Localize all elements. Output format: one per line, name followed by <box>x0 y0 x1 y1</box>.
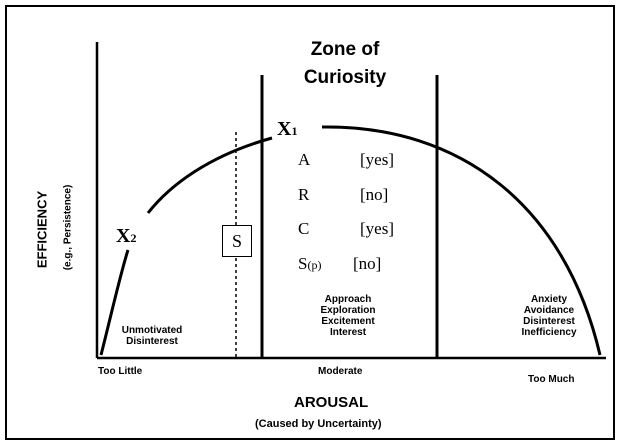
arcs-letter-a: A <box>298 150 311 169</box>
point-x2-main: X <box>116 225 131 247</box>
point-x1-sub: 1 <box>291 124 298 138</box>
region-left-line: Unmotivated <box>121 325 183 336</box>
zone-title-line2: Curiosity <box>303 67 387 88</box>
region-middle-line: Excitement <box>321 316 375 327</box>
arcs-letter-s-main: S <box>298 254 308 273</box>
point-x2: X2 <box>116 225 136 248</box>
y-axis-sublabel: (e.g., Persistence) <box>62 184 74 271</box>
x-tick-mid: Moderate <box>318 366 363 377</box>
arcs-letter-r: R <box>298 185 310 204</box>
s-box-label: S <box>231 230 242 251</box>
arcs-value-a: [yes] <box>360 150 394 169</box>
region-right-line: Avoidance <box>523 305 575 316</box>
region-left-line: Disinterest <box>126 336 178 347</box>
curve-left-lower <box>99 249 130 356</box>
region-middle-line: Exploration <box>320 305 376 316</box>
curve-left-upper <box>146 136 273 214</box>
arcs-letter-c: C <box>298 219 310 238</box>
curve-right <box>321 125 602 356</box>
region-right-line: Anxiety <box>530 294 568 305</box>
point-x1: X1 <box>277 118 297 141</box>
zone-title-line1: Zone of <box>310 39 380 60</box>
x-axis-label: AROUSAL <box>294 394 369 411</box>
outer-frame <box>5 5 615 440</box>
arcs-value-c: [yes] <box>360 219 394 238</box>
arcs-value-r: [no] <box>360 185 389 204</box>
x-tick-low: Too Little <box>98 366 143 377</box>
arcs-value-s: [no] <box>353 254 382 273</box>
point-x2-sub: 2 <box>130 231 137 245</box>
region-right-line: Inefficiency <box>521 327 577 338</box>
x-axis-sublabel: (Caused by Uncertainty) <box>255 418 382 430</box>
arcs-letter-s: S(p) <box>298 254 321 274</box>
point-x1-main: X <box>277 118 292 140</box>
y-axis-label: EFFICIENCY <box>34 190 50 269</box>
zone-title: Zone of Curiosity <box>290 36 400 92</box>
region-right-line: Disinterest <box>523 316 575 327</box>
region-middle: Approach Exploration Excitement Interest <box>300 294 396 338</box>
region-middle-line: Interest <box>329 327 367 338</box>
region-right: Anxiety Avoidance Disinterest Inefficien… <box>501 294 597 338</box>
x-tick-high: Too Much <box>528 374 575 385</box>
region-middle-line: Approach <box>324 294 372 305</box>
s-box: S <box>222 225 252 257</box>
region-left: Unmotivated Disinterest <box>104 325 200 347</box>
arcs-letter-s-sub: (p) <box>307 258 322 272</box>
